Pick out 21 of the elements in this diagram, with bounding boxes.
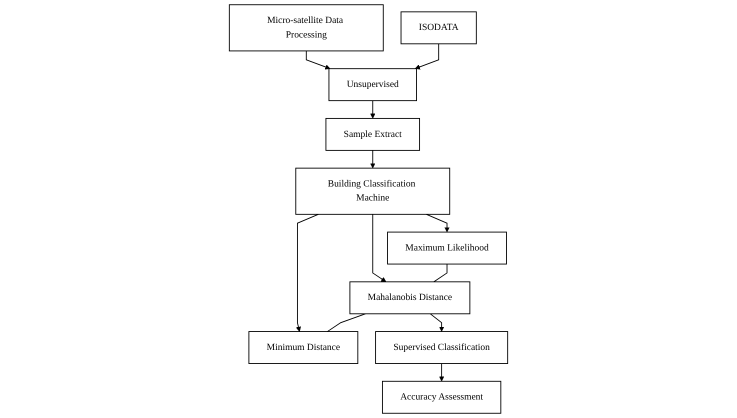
node-box: Accuracy Assessment — [382, 380, 502, 414]
arrow — [414, 43, 440, 70]
arrow — [439, 363, 444, 382]
node-box: Sample Extract — [325, 118, 420, 151]
connector — [326, 313, 366, 332]
node-box: Maximum Likelihood — [387, 232, 507, 264]
node-box: Mahalanobis Distance — [349, 281, 470, 314]
node-box: Building Classification Machine — [295, 168, 450, 215]
arrow — [372, 214, 386, 282]
arrow — [370, 150, 376, 168]
node-box: Micro-satellite Data Processing — [228, 4, 384, 52]
node-box: Supervised Classification — [375, 331, 508, 364]
node-box: Unsupervised — [328, 68, 417, 102]
arrow — [296, 214, 319, 332]
arrow — [430, 313, 444, 332]
arrow — [306, 50, 330, 70]
connector — [433, 264, 448, 282]
arrow — [426, 214, 450, 232]
node-box: ISODATA — [400, 11, 477, 44]
arrow — [370, 100, 376, 119]
node-box: Minimum Distance — [248, 331, 358, 364]
